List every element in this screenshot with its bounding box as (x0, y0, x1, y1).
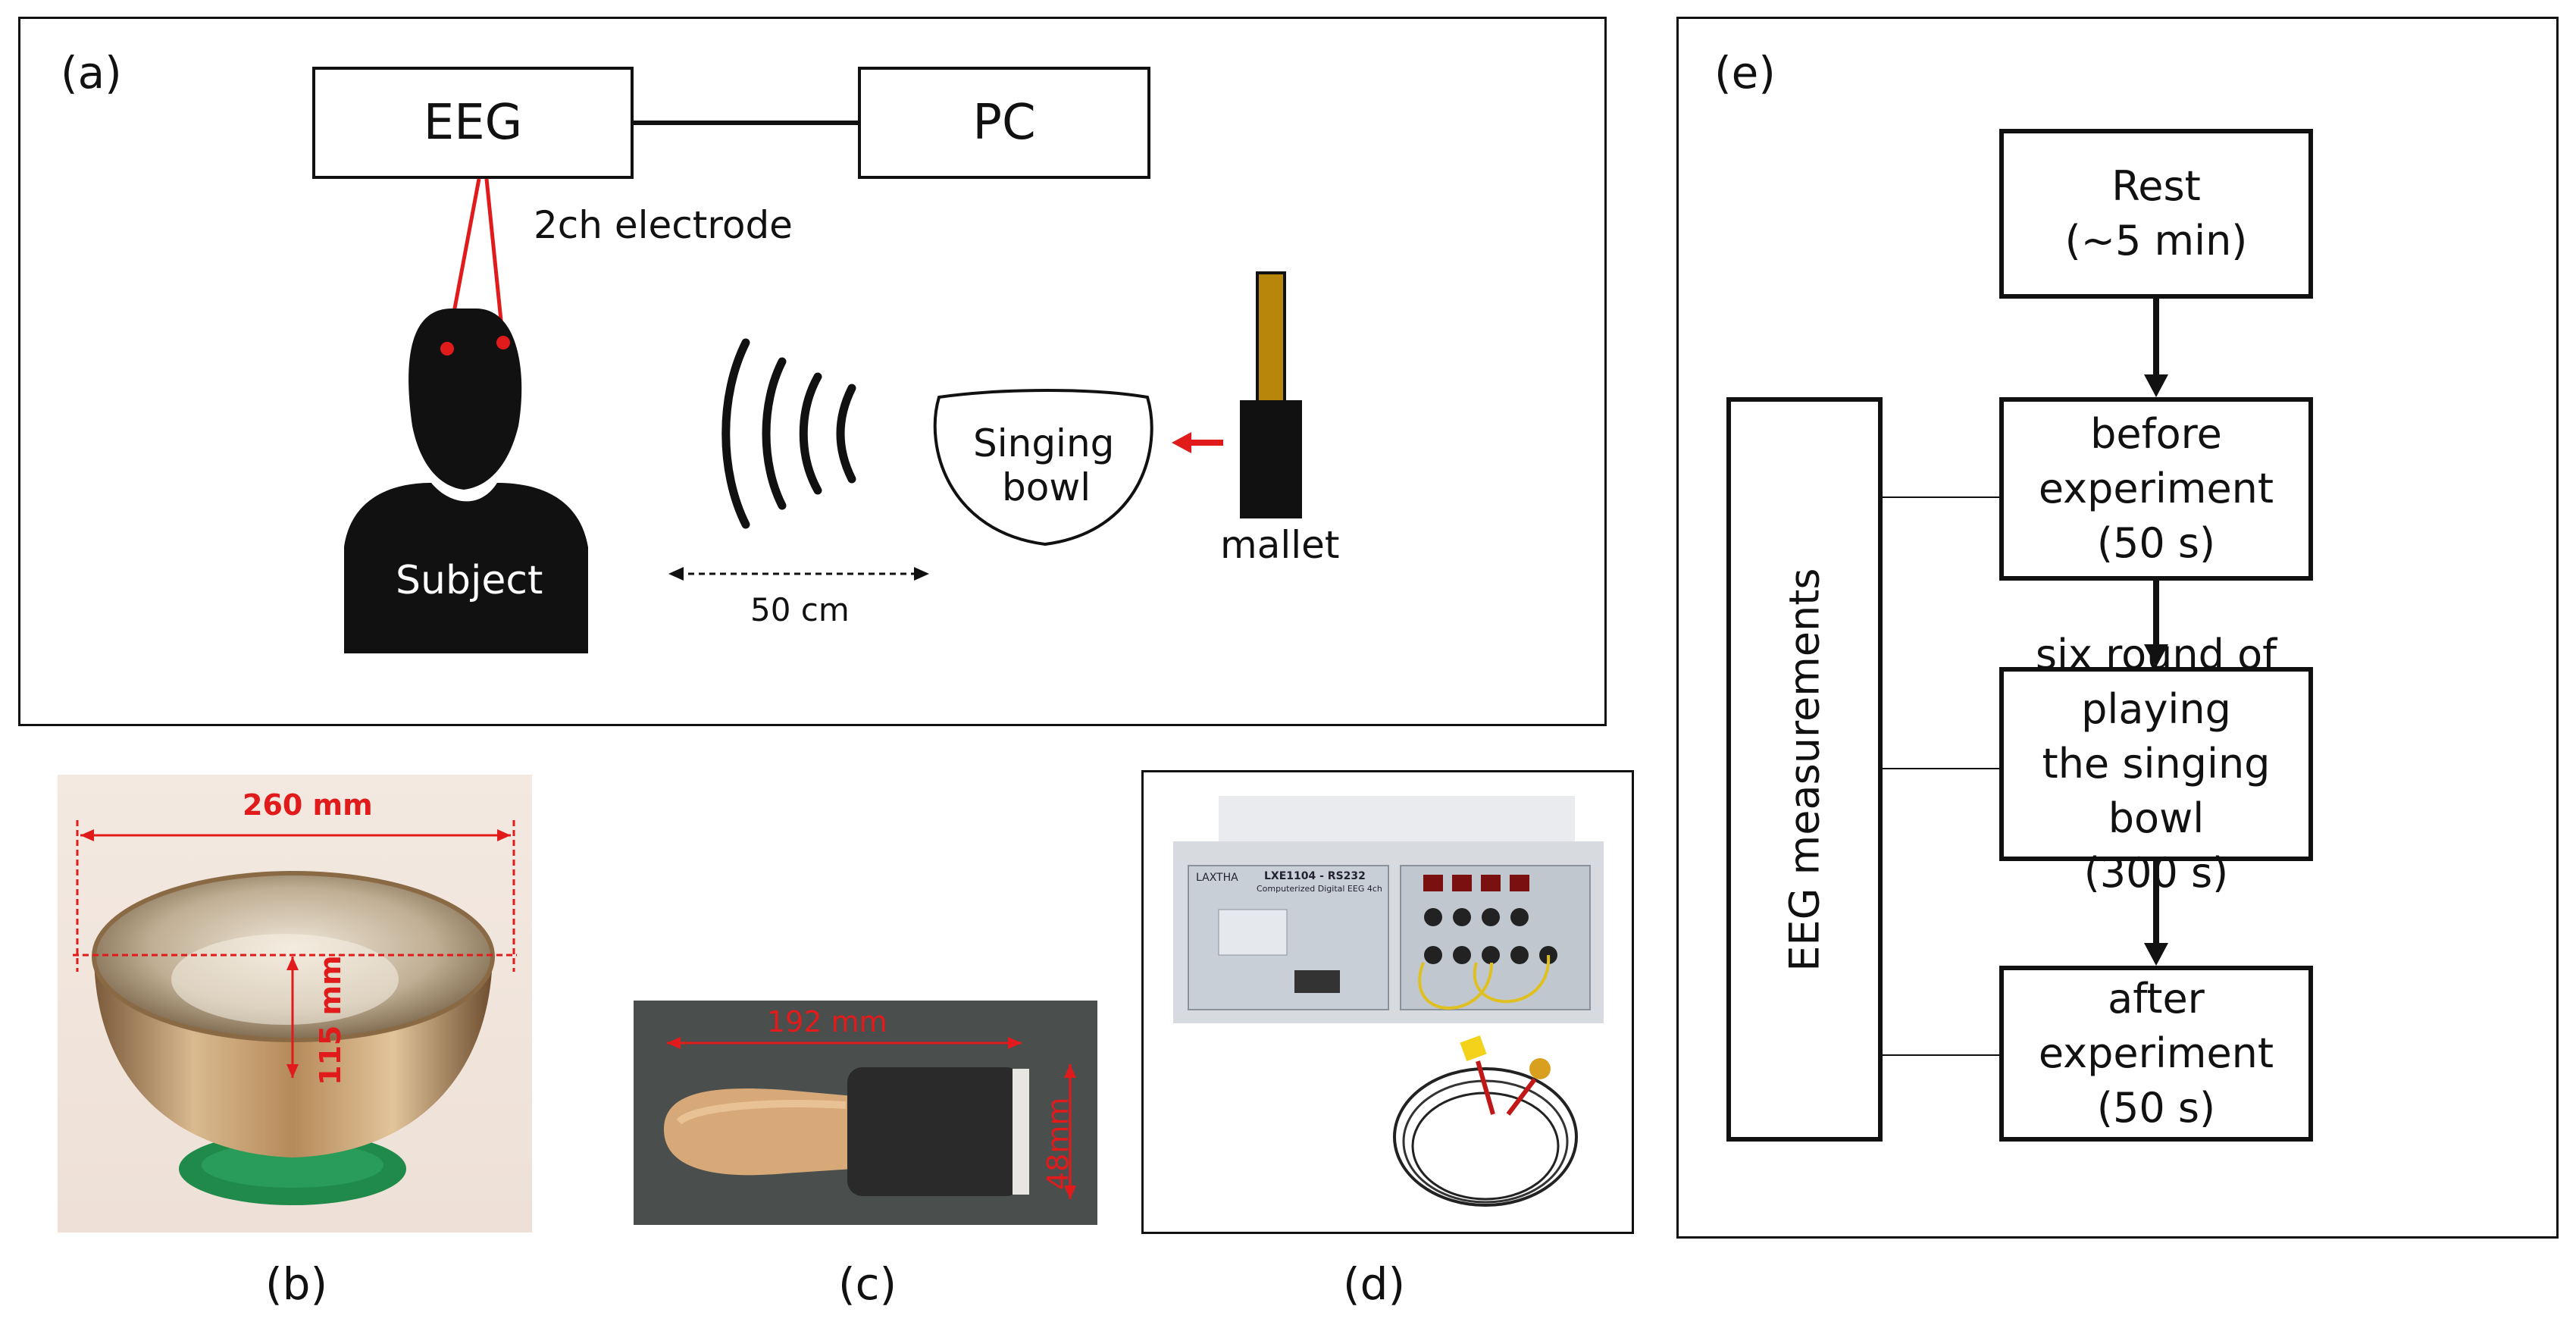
bowl-label-line2: bowl (1002, 465, 1091, 509)
mallet-photo: 192 mm 48mm (634, 1001, 1097, 1225)
mallet-label: mallet (1220, 523, 1340, 567)
pc-label: PC (972, 95, 1036, 151)
electrode-cable-photo (1393, 1035, 1578, 1207)
step-before-box: before experiment (50 s) (1999, 397, 2313, 581)
eeg-label: EEG (423, 95, 523, 151)
bowl-width-label: 260 mm (243, 788, 373, 822)
panel-a (18, 17, 1607, 726)
eeg-device-art (1173, 796, 1604, 1023)
electrode-label: 2ch electrode (534, 203, 793, 247)
panel-a-tag: (a) (61, 47, 122, 99)
eeg-measurements-box: EEG measurements (1726, 397, 1883, 1142)
eeg-device-photo: LAXTHA LXE1104 - RS232 Computerized Digi… (1173, 796, 1604, 1023)
electrode-left (440, 342, 454, 355)
electrode-wire-right (484, 178, 505, 343)
step-playing-line2: the singing bowl (2042, 740, 2271, 842)
mallet-wood-shine (676, 1100, 847, 1125)
mallet-felt-end (1013, 1069, 1029, 1195)
singing-bowl-shape (933, 389, 1153, 547)
bowl-label-line1: Singing (973, 421, 1115, 465)
sound-wave-4 (836, 384, 856, 484)
pc-box: PC (858, 67, 1150, 179)
subject-label: Subject (396, 558, 543, 603)
step-before-line2: (50 s) (2096, 519, 2216, 567)
distance-arrow-left-head (668, 567, 684, 581)
mallet-length-label: 192 mm (767, 1005, 887, 1038)
distance-arrow-right-head (914, 567, 929, 581)
mallet-felt-head (847, 1067, 1022, 1196)
eeg-box: EEG (312, 67, 634, 179)
bowl-dimension-lines (73, 820, 517, 1078)
step-rest-line2: (~5 min) (2064, 217, 2248, 265)
bowl-photo: 260 mm 115 mm (58, 775, 532, 1232)
sound-wave-1 (721, 338, 750, 529)
strike-arrow-head (1172, 432, 1191, 453)
subject-head (408, 309, 522, 490)
step-before-line1: before experiment (2038, 410, 2274, 512)
bowl-inner-highlight (171, 934, 399, 1025)
mallet-handle (1256, 271, 1286, 405)
device-sub: Computerized Digital EEG 4ch (1257, 884, 1382, 894)
mallet-photo-art (664, 1037, 1076, 1199)
panel-b-tag: (b) (265, 1258, 328, 1310)
step-playing-box: six round of playing the singing bowl (3… (1999, 631, 2313, 897)
panel-d-tag: (d) (1343, 1258, 1406, 1310)
subject-body (344, 483, 588, 653)
sound-wave-2 (762, 357, 787, 510)
panel-e-tag: (e) (1714, 47, 1776, 99)
cushion-pattern (202, 1142, 383, 1188)
step-after-line2: (50 s) (2096, 1084, 2216, 1132)
panel-a-drawing (344, 121, 1302, 653)
sound-wave-3 (799, 372, 822, 495)
mallet-head (1240, 400, 1302, 518)
step-after-line1: after experiment (2038, 975, 2274, 1077)
electrode-right (496, 336, 510, 349)
step-rest-line1: Rest (2111, 162, 2201, 210)
distance-label: 50 cm (750, 591, 850, 628)
device-brand: LAXTHA (1196, 872, 1238, 884)
step-rest-box: Rest (~5 min) (1999, 129, 2313, 299)
device-model: LXE1104 - RS232 (1264, 870, 1366, 882)
step-after-box: after experiment (50 s) (1999, 966, 2313, 1142)
panel-c-tag: (c) (838, 1258, 897, 1310)
